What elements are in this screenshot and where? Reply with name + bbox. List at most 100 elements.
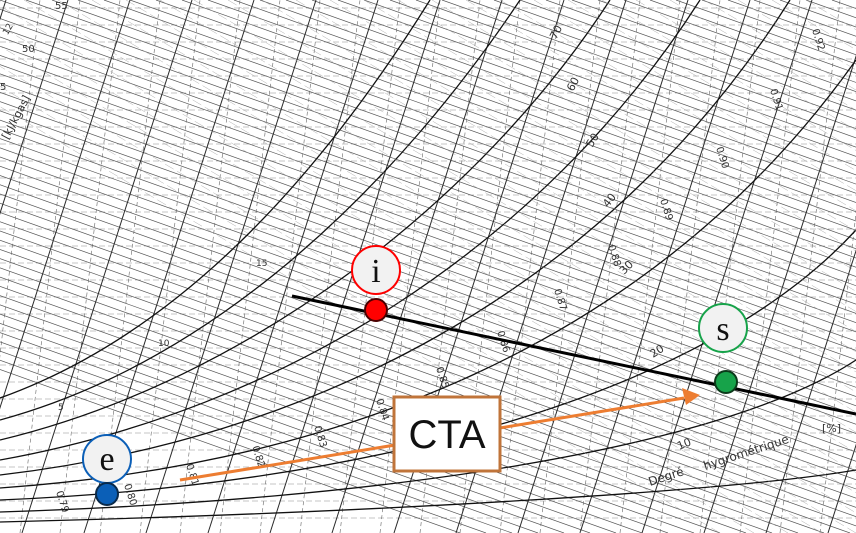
wet-bulb-gridline [465,0,856,232]
enthalpy-gridline [0,350,513,533]
wet-bulb-gridline [159,0,856,413]
temperature-gridline [99,0,161,533]
rh-label-20: 20 [648,342,667,360]
enthalpy-gridline [51,0,856,287]
temperature-label-15: 15 [256,259,267,269]
volume-gridline [517,0,689,533]
point-s-label-bubble [698,303,748,353]
volume-gridline [0,0,69,215]
temperature-gridline [619,0,681,533]
enthalpy-gridline [337,0,856,185]
enthalpy-label-12: 12 [1,22,15,37]
enthalpy-gridline [0,249,799,533]
wet-bulb-gridline [363,0,856,292]
point-s-label: s [716,311,729,348]
rh-label-60: 60 [564,75,582,93]
percent-label: [%] [822,422,841,435]
enthalpy-gridline [311,0,856,194]
enthalpy-gridline [363,0,856,176]
enthalpy-gridline [233,0,856,222]
wet-bulb-gridline [567,0,856,171]
point-e-label: e [99,441,114,478]
wet-bulb-gridline [601,0,856,151]
temperature-gridline [459,0,521,533]
relative-humidity-curve [0,59,856,489]
wet-bulb-gridline [499,0,856,212]
temperature-gridline [259,0,321,533]
wet-bulb-gridline [57,0,856,473]
wet-bulb-gridline [669,0,856,111]
wet-bulb-gridline [431,0,856,252]
volume-gridline [579,0,751,533]
enthalpy-gridline [493,0,856,130]
point-i-marker [364,298,388,322]
enthalpy-gridline [103,0,856,268]
enthalpy-gridline [519,0,856,120]
cta-label: CTA [408,413,485,457]
enthalpy-gridline [415,0,856,157]
wet-bulb-gridline [295,0,856,332]
relative-humidity-curve [0,0,611,441]
relative-humidity-curve [0,0,701,461]
enthalpy-gridline [389,0,856,166]
wet-bulb-gridline [0,106,721,533]
temperature-label-10: 10 [158,339,170,349]
relative-humidity-curve [0,359,856,513]
wet-bulb-gridline [397,0,856,272]
point-i-label: i [371,253,380,290]
temperature-label-5: 5 [58,403,64,413]
enthalpy-gridline [259,0,856,213]
volume-gridline [641,0,813,533]
enthalpy-gridline [0,313,617,533]
volume-gridline [145,0,317,533]
enthalpy-gridline [129,0,856,259]
temperature-gridline [739,0,801,533]
enthalpy-gridline [545,0,856,111]
cta-arrow-head [682,388,700,405]
enthalpy-gridline [207,0,856,231]
enthalpy-gridline [181,0,856,240]
volume-gridline [207,0,379,533]
enthalpy-gridline [0,341,539,533]
enthalpy-gridline [155,0,856,250]
enthalpy-gridline [0,322,591,533]
enthalpy-gridline [597,0,856,93]
rh-label-10: 10 [675,435,693,452]
wet-bulb-gridline [91,0,856,453]
enthalpy-gridline [0,239,825,533]
point-s-marker [714,370,738,394]
enthalpy-gridline [0,332,565,533]
wet-bulb-gridline [0,66,789,533]
wet-bulb-gridline [261,0,856,353]
point-i: i [351,245,401,322]
enthalpy-gridline [0,258,773,533]
temperature-gridline [779,0,841,533]
volume-gridline [331,0,503,533]
rh-label-70: 70 [547,23,565,41]
temperature-gridline [219,0,281,533]
wet-bulb-gridline [193,0,856,393]
temperature-gridline [0,0,41,359]
wet-bulb-gridline [227,0,856,373]
temperature-gridline [379,0,441,533]
point-e-marker [95,482,119,506]
enthalpy-label-50: 50 [22,44,35,55]
temperature-gridline [139,0,201,533]
